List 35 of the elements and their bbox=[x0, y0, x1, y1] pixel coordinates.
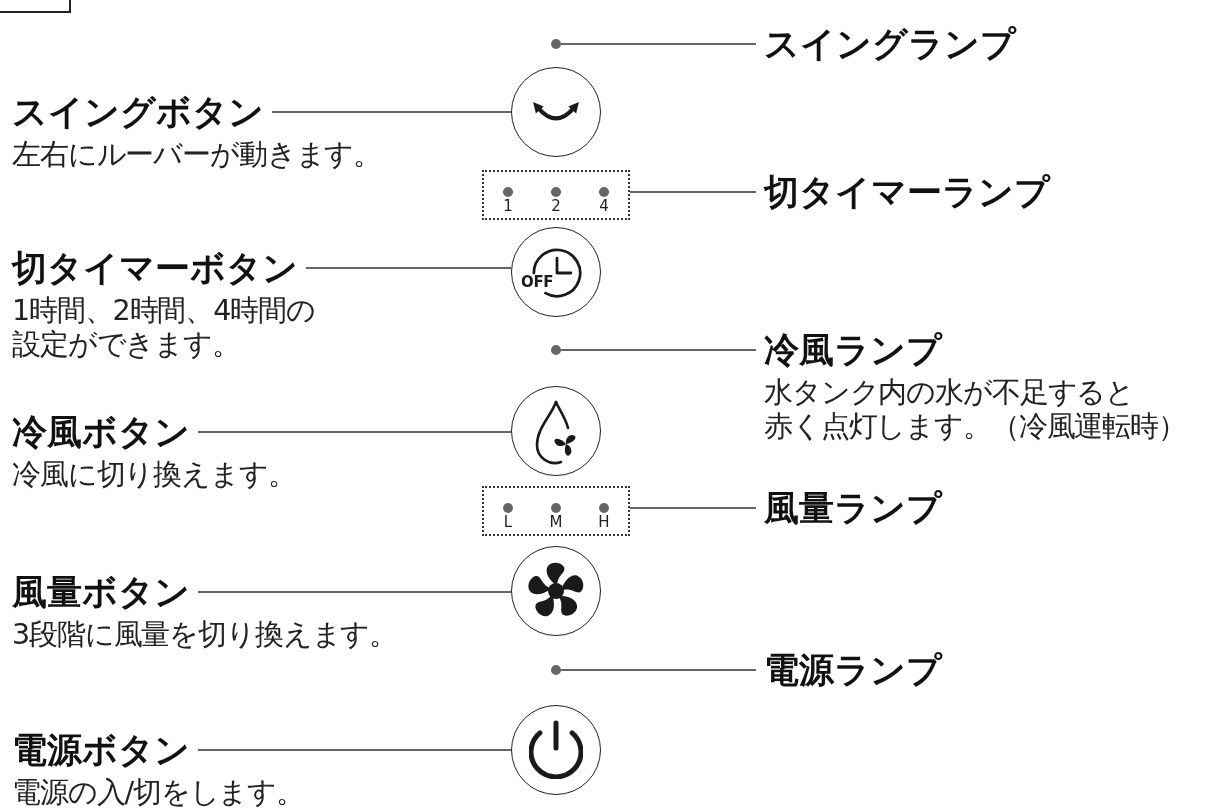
lamp-level-label: H bbox=[598, 514, 610, 531]
leader-line bbox=[271, 111, 512, 113]
callout-description: 冷風に切り換えます。 bbox=[12, 458, 296, 492]
button-label: OFF bbox=[521, 274, 554, 291]
callout-description: 左右にルーバーが動きます。 bbox=[12, 138, 382, 172]
lamp-level-label: M bbox=[549, 514, 563, 531]
callout-title: 風量ボタン bbox=[12, 571, 190, 613]
leader-line bbox=[305, 267, 512, 269]
leader-line bbox=[197, 431, 512, 433]
lamp-level-label: L bbox=[503, 514, 513, 531]
leader-line bbox=[560, 43, 757, 45]
leader-line bbox=[629, 191, 757, 193]
callout-title: 電源ランプ bbox=[764, 649, 942, 691]
leader-line bbox=[629, 507, 757, 509]
callout-description: 1時間、2時間、4時間の設定ができます。 bbox=[12, 294, 316, 362]
callout-description: 3段階に風量を切り換えます。 bbox=[12, 618, 398, 652]
dotted-lamp-panel bbox=[482, 486, 630, 536]
callout-title: 冷風ボタン bbox=[12, 411, 190, 453]
callout-title: スイングボタン bbox=[12, 91, 264, 133]
dotted-lamp-panel bbox=[482, 170, 630, 220]
callout-title: 風量ランプ bbox=[764, 487, 942, 529]
callout-title: 電源ボタン bbox=[12, 729, 190, 771]
leader-line bbox=[197, 749, 512, 751]
callout-description: 水タンク内の水が不足すると赤く点灯します。（冷風運転時） bbox=[764, 376, 1187, 444]
lamp-level-label: 4 bbox=[599, 198, 609, 215]
callout-title: 冷風ランプ bbox=[764, 329, 942, 371]
callout-title: 切タイマーランプ bbox=[764, 171, 1050, 213]
callout-description: 電源の入/切をします。 bbox=[12, 776, 305, 810]
lamp-level-label: 2 bbox=[551, 198, 561, 215]
leader-line bbox=[560, 349, 757, 351]
leader-line bbox=[197, 591, 512, 593]
callout-title: 切タイマーボタン bbox=[12, 247, 298, 289]
lamp-level-label: 1 bbox=[503, 198, 513, 215]
callout-title: スイングランプ bbox=[764, 23, 1016, 65]
leader-line bbox=[560, 669, 757, 671]
